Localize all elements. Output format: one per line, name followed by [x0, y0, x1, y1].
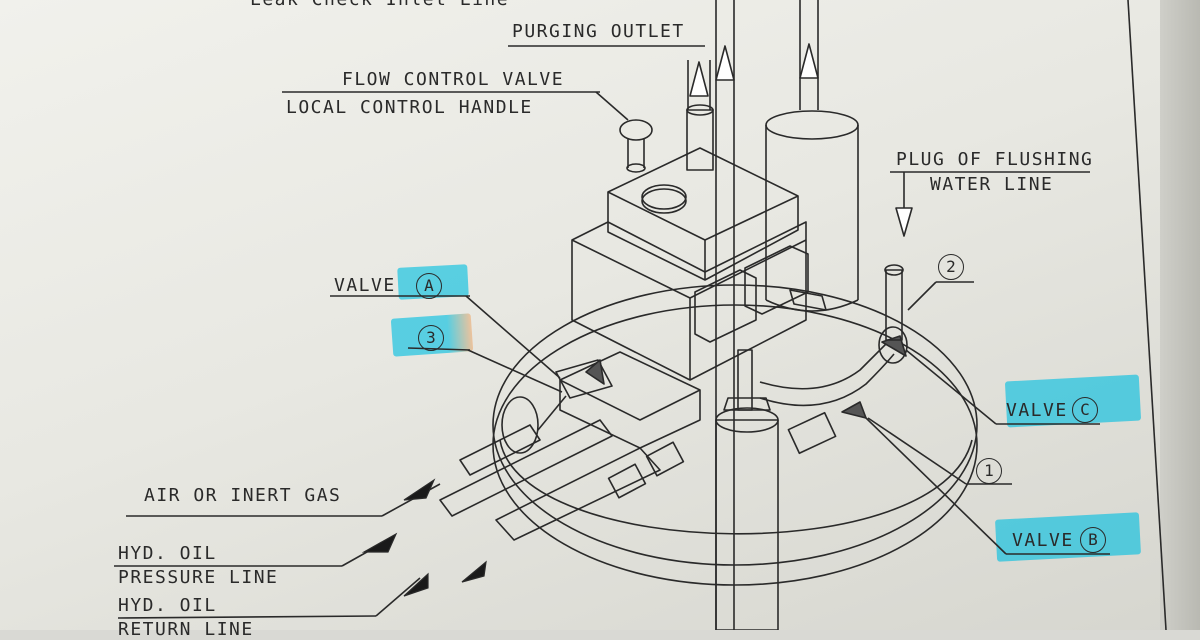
air-pipe: [459, 424, 541, 476]
valve-a-mark: A: [416, 273, 442, 299]
flow-control-valve-label: FLOW CONTROL VALVE: [342, 69, 565, 90]
purging-outlet-label: PURGING OUTLET: [512, 21, 685, 42]
cylinder-top: [765, 110, 859, 140]
side-stub: [789, 289, 827, 311]
valve-c-fitting: [878, 326, 908, 364]
valve-b-label: VALVE: [1012, 530, 1074, 551]
front-cylinder: [715, 419, 779, 630]
valve-c-label: VALVE: [1006, 400, 1068, 421]
curved-pipe: [759, 339, 891, 390]
arrow-up-purging: [689, 61, 709, 97]
valve-b-wedge: [841, 401, 867, 419]
leader-3: [407, 347, 471, 351]
valve-a-label: VALVE: [334, 275, 396, 296]
return-line-label: RETURN LINE: [118, 619, 254, 640]
page-border: [1127, 0, 1167, 630]
base-disc-lower: [492, 304, 978, 586]
valve-a-body: [555, 359, 613, 399]
side-box-1: [694, 269, 757, 343]
base-disc-rim: [499, 439, 973, 535]
arrow-up-right: [799, 43, 819, 79]
valve-c-wedge: [881, 335, 907, 357]
plug-flushing-label: PLUG OF FLUSHING: [896, 149, 1094, 170]
hyd-return-pipe: [439, 419, 613, 517]
air-or-inert-gas-label: AIR OR INERT GAS: [144, 485, 342, 506]
arrow-up-center: [715, 45, 735, 81]
pressure-line-label: PRESSURE LINE: [118, 567, 279, 588]
hyd-pressure-pipe: [495, 447, 661, 541]
arrow-down-flush: [895, 207, 913, 237]
callout-3: 3: [418, 325, 444, 351]
valve-c-mark: C: [1072, 397, 1098, 423]
purging-outlet-pipe: [686, 109, 714, 171]
callout-2: 2: [938, 254, 964, 280]
coupling-1: [607, 463, 647, 499]
hyd-oil-1-label: HYD. OIL: [118, 543, 217, 564]
coupling-2: [645, 441, 685, 477]
paper-edge: [1160, 0, 1200, 630]
arrow-return: [403, 572, 429, 597]
flush-plug-stem: [885, 269, 903, 341]
top-cut-label: Leak Check Inlet Line: [250, 0, 509, 10]
arrow-pressure: [361, 532, 398, 553]
arrow-return-2: [461, 560, 487, 583]
base-disc: [492, 284, 978, 566]
hyd-oil-2-label: HYD. OIL: [118, 595, 217, 616]
side-box-2: [744, 245, 809, 315]
valve-b-mark: B: [1080, 527, 1106, 553]
lower-manifold: [559, 351, 701, 449]
water-line-label: WATER LINE: [930, 174, 1054, 195]
local-control-handle-label: LOCAL CONTROL HANDLE: [286, 97, 533, 118]
air-flange: [501, 396, 539, 454]
arrow-air: [403, 478, 436, 501]
flow-control-knob: [619, 119, 653, 141]
valve-b-body: [787, 411, 837, 455]
leader-return: [117, 615, 377, 619]
top-cap: [641, 188, 687, 214]
main-block-upper: [607, 147, 799, 281]
callout-1: 1: [976, 458, 1002, 484]
valve-a-wedge: [585, 359, 605, 385]
main-block-lower: [571, 221, 807, 381]
